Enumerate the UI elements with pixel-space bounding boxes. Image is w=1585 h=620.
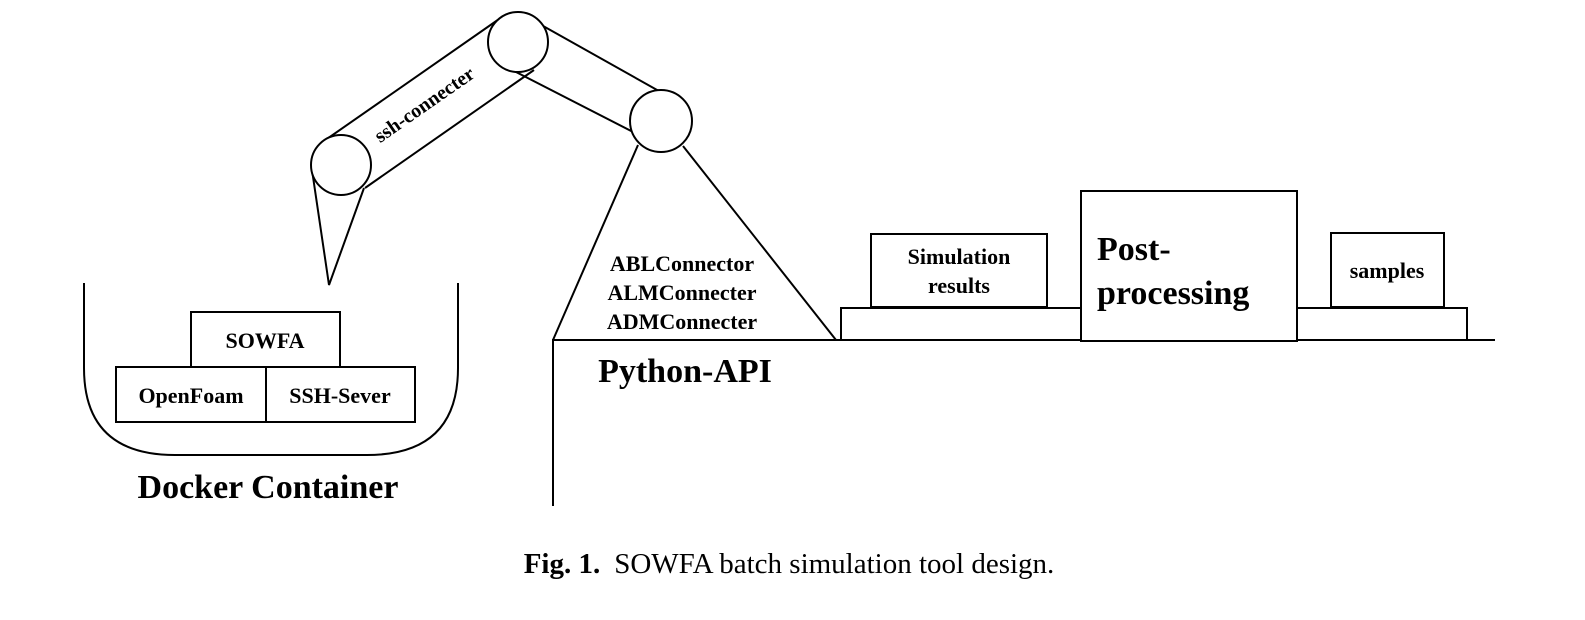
- figure-caption-prefix: Fig. 1.: [524, 548, 601, 580]
- post-processing-box: [1080, 190, 1298, 342]
- arm-joint-shoulder: [629, 89, 693, 153]
- arm-lower-link: [515, 21, 667, 135]
- arm-upper-link: [323, 16, 535, 189]
- samples-box: [1330, 232, 1445, 308]
- ssh-connecter-label: ssh-connecter: [370, 63, 478, 148]
- module-abl-connector: ABLConnector: [610, 251, 754, 276]
- samples-label: samples: [1350, 258, 1425, 283]
- openfoam-label: OpenFoam: [138, 383, 243, 408]
- figure-caption: Fig. 1. SOWFA batch simulation tool desig…: [524, 548, 1055, 580]
- simulation-results-label-line2: results: [928, 273, 990, 298]
- module-adm-connecter: ADMConnecter: [607, 309, 758, 334]
- sowfa-label: SOWFA: [225, 328, 304, 353]
- simulation-results-label-line1: Simulation: [908, 244, 1011, 269]
- ssh-server-label: SSH-Sever: [289, 383, 391, 408]
- python-api-title: Python-API: [598, 353, 772, 390]
- docker-container-title: Docker Container: [138, 469, 399, 506]
- post-processing-label-line1: Post-: [1097, 231, 1171, 268]
- arm-base: [552, 144, 837, 341]
- openfoam-box: [115, 366, 267, 423]
- arm-joint-elbow: [487, 11, 549, 73]
- figure-caption-text: SOWFA batch simulation tool design.: [614, 548, 1054, 580]
- module-alm-connecter: ALMConnecter: [607, 280, 756, 305]
- ssh-server-box: [265, 366, 416, 423]
- arm-gripper: [311, 169, 365, 286]
- post-processing-label-line2: processing: [1097, 275, 1249, 312]
- simulation-results-box: [870, 233, 1048, 308]
- docker-container-outline: [83, 283, 459, 456]
- arm-joint-end: [310, 134, 372, 196]
